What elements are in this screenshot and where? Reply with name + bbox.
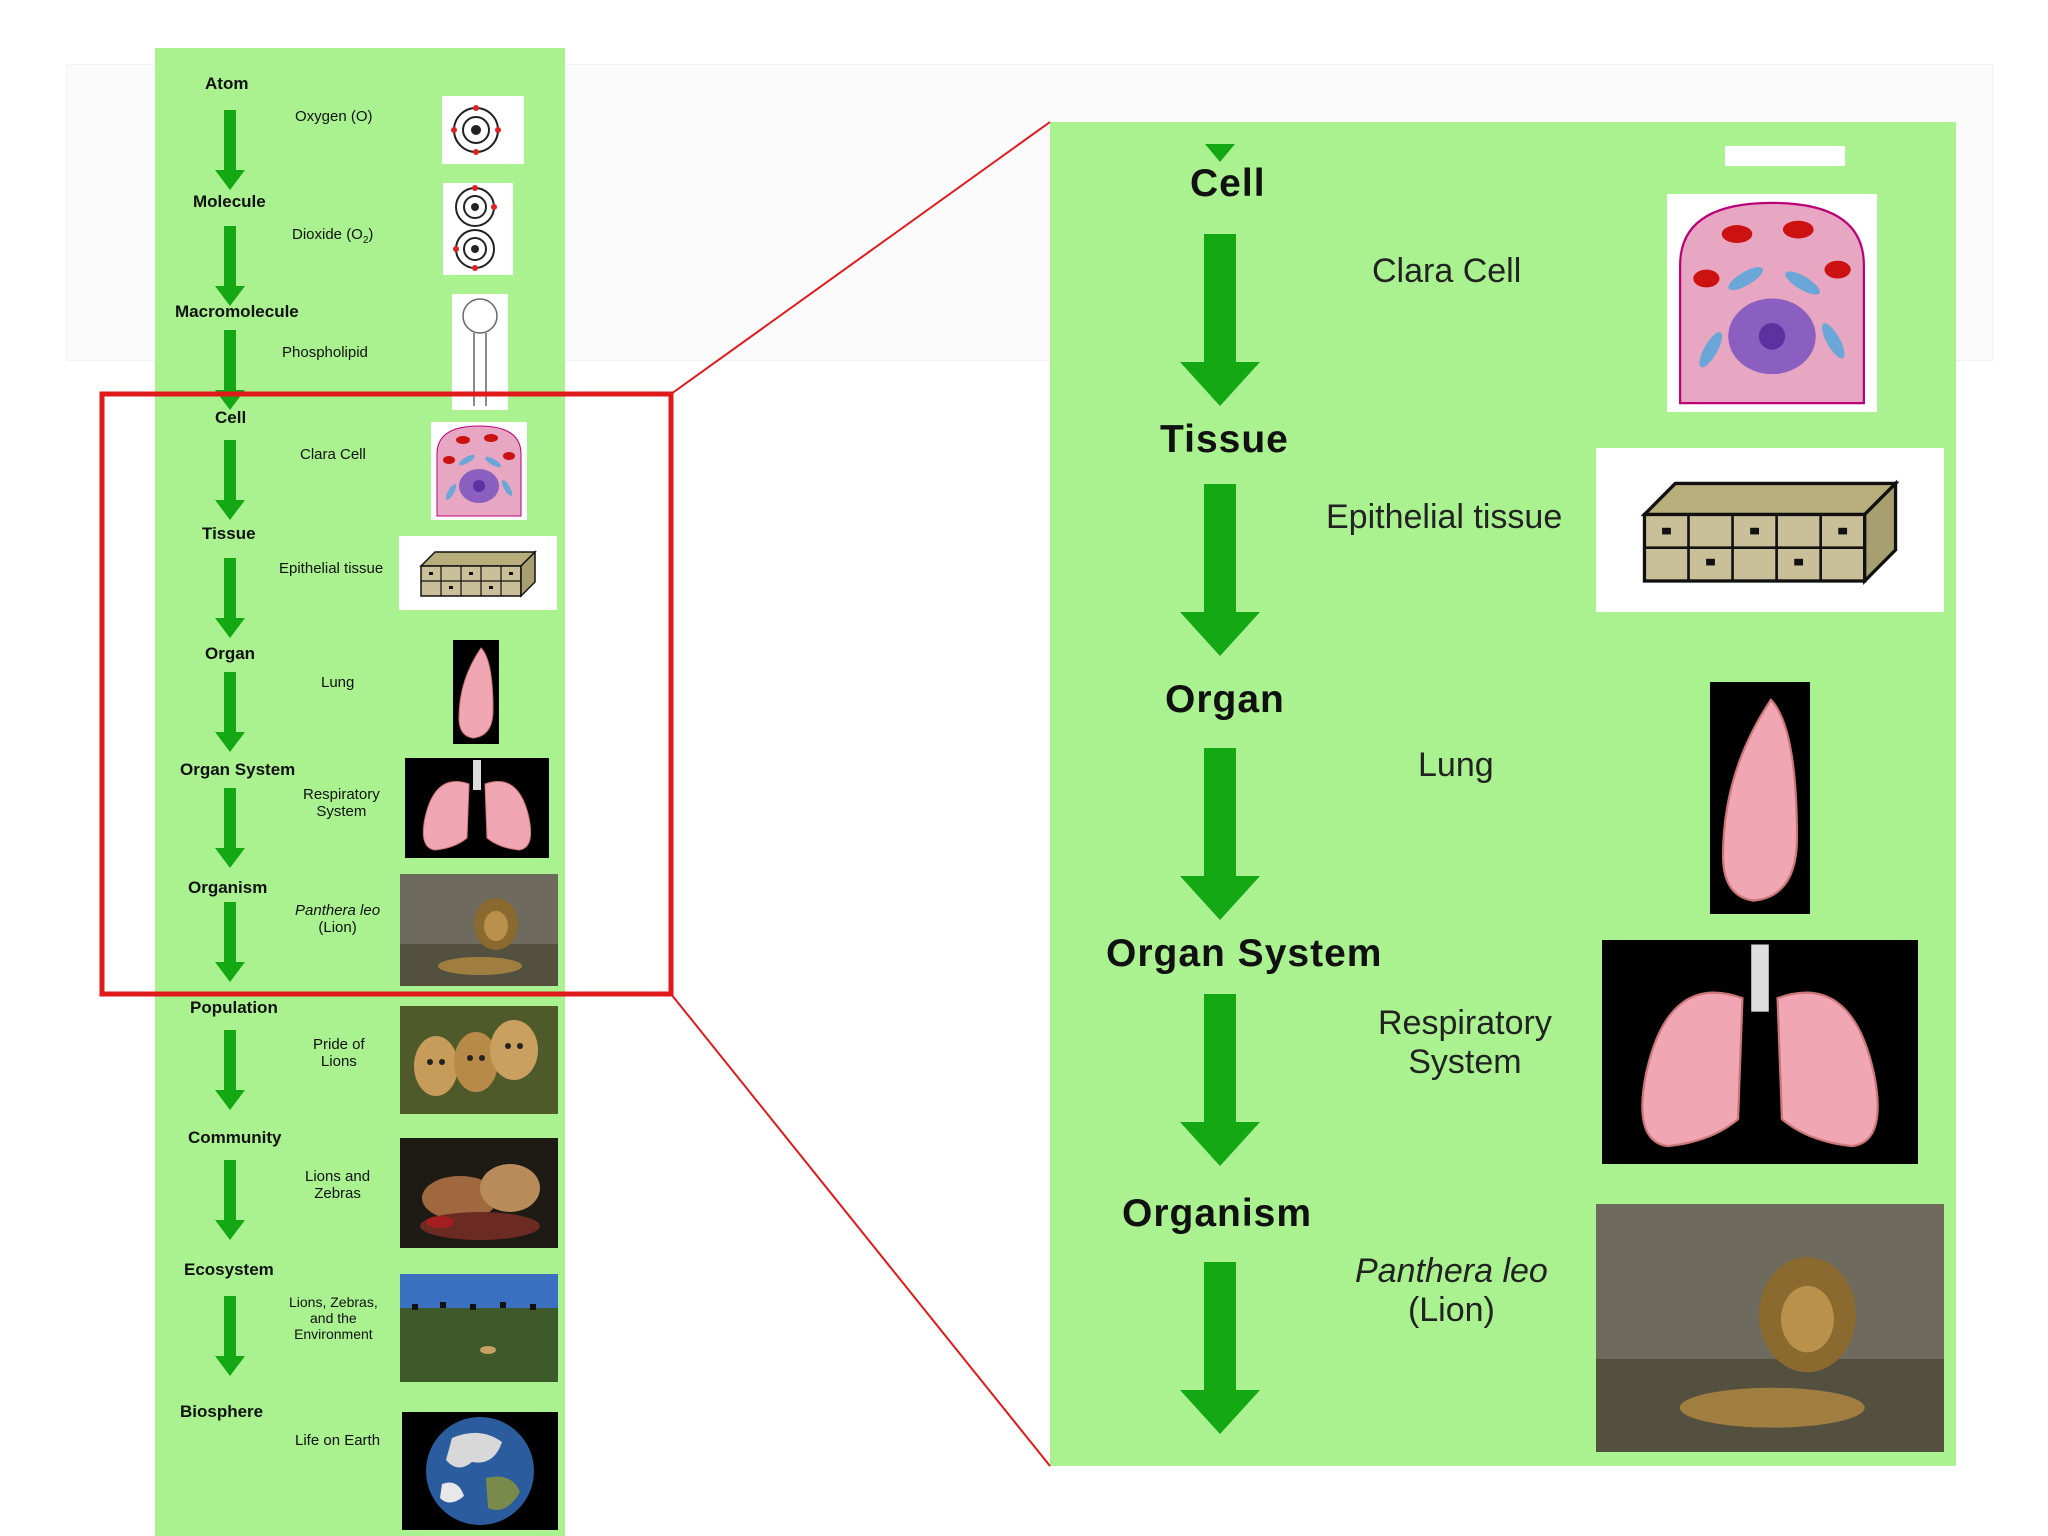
- lung-icon: [1710, 682, 1810, 914]
- down-arrow-icon: [215, 440, 245, 520]
- zoom-example-label-cell: Clara Cell: [1372, 252, 1522, 290]
- zoom-example-label-organism: Panthera leo(Lion): [1355, 1252, 1548, 1330]
- connector-line-top: [670, 121, 1051, 395]
- example-label-organ: Lung: [321, 674, 355, 691]
- zoom-level-label-organ-system: Organ System: [1106, 932, 1383, 975]
- epithelial-tissue-icon: [399, 536, 557, 610]
- example-label-cell: Clara Cell: [300, 446, 366, 463]
- epithelial-tissue-icon: [1596, 448, 1944, 612]
- level-label-organ-system: Organ System: [180, 760, 296, 779]
- down-arrow-icon: [1205, 144, 1235, 162]
- down-arrow-icon: [1180, 748, 1260, 920]
- pride-of-lions-photo-icon: [400, 1006, 558, 1114]
- example-label-biosphere: Life on Earth: [295, 1432, 381, 1449]
- cropped-image-strip: [1725, 146, 1845, 166]
- zoom-level-label-organ: Organ: [1165, 678, 1285, 721]
- example-label-macromolecule: Phospholipid: [282, 344, 368, 361]
- down-arrow-icon: [215, 788, 245, 868]
- level-label-atom: Atom: [205, 74, 249, 93]
- clara-cell-icon: [431, 422, 527, 520]
- zoom-example-label-organ: Lung: [1418, 746, 1494, 784]
- highlight-box: [99, 391, 674, 997]
- zoomed-detail-panel: Cell Clara Cell Tissue Epithelial tissue…: [1050, 122, 1956, 1466]
- level-label-ecosystem: Ecosystem: [184, 1260, 274, 1279]
- respiratory-system-icon: [405, 758, 549, 858]
- phospholipid-icon: [452, 294, 508, 410]
- savanna-photo-icon: [400, 1274, 558, 1382]
- down-arrow-icon: [215, 558, 245, 638]
- zoom-level-label-tissue: Tissue: [1160, 418, 1289, 461]
- down-arrow-icon: [1180, 1262, 1260, 1434]
- level-label-macromolecule: Macromolecule: [175, 302, 299, 321]
- level-label-population: Population: [190, 998, 278, 1017]
- down-arrow-icon: [215, 902, 245, 982]
- down-arrow-icon: [215, 1160, 245, 1240]
- down-arrow-icon: [1180, 484, 1260, 656]
- lion-photo-icon: [1596, 1204, 1944, 1452]
- down-arrow-icon: [1180, 234, 1260, 406]
- connector-line-bottom: [670, 993, 1051, 1467]
- lung-icon: [453, 640, 499, 744]
- example-label-atom: Oxygen (O): [295, 108, 373, 125]
- level-label-organism: Organism: [188, 878, 268, 897]
- clara-cell-icon: [1667, 194, 1877, 412]
- earth-photo-icon: [402, 1412, 558, 1530]
- level-label-cell: Cell: [215, 408, 247, 427]
- example-label-molecule: Dioxide (O2): [292, 226, 374, 246]
- example-label-tissue: Epithelial tissue: [279, 560, 384, 577]
- oxygen-atom-icon: [442, 96, 524, 164]
- hierarchy-panel: Atom Oxygen (O) Molecule Dioxide (O2) Ma…: [155, 48, 565, 1536]
- zoom-level-label-cell: Cell: [1190, 162, 1266, 205]
- lion-photo-icon: [400, 874, 558, 986]
- down-arrow-icon: [215, 1030, 245, 1110]
- level-label-organ: Organ: [205, 644, 256, 663]
- zoom-level-label-organism: Organism: [1122, 1192, 1313, 1235]
- level-label-community: Community: [188, 1128, 282, 1147]
- down-arrow-icon: [215, 1296, 245, 1376]
- dioxide-molecule-icon: [443, 183, 513, 275]
- down-arrow-icon: [215, 672, 245, 752]
- level-label-tissue: Tissue: [202, 524, 256, 543]
- down-arrow-icon: [215, 226, 245, 306]
- level-label-molecule: Molecule: [193, 192, 266, 211]
- level-label-biosphere: Biosphere: [180, 1402, 264, 1421]
- example-label-organism: Panthera leo(Lion): [295, 902, 381, 937]
- down-arrow-icon: [215, 110, 245, 190]
- down-arrow-icon: [1180, 994, 1260, 1166]
- lions-zebras-photo-icon: [400, 1138, 558, 1248]
- zoom-example-label-tissue: Epithelial tissue: [1326, 498, 1563, 536]
- respiratory-system-icon: [1602, 940, 1918, 1164]
